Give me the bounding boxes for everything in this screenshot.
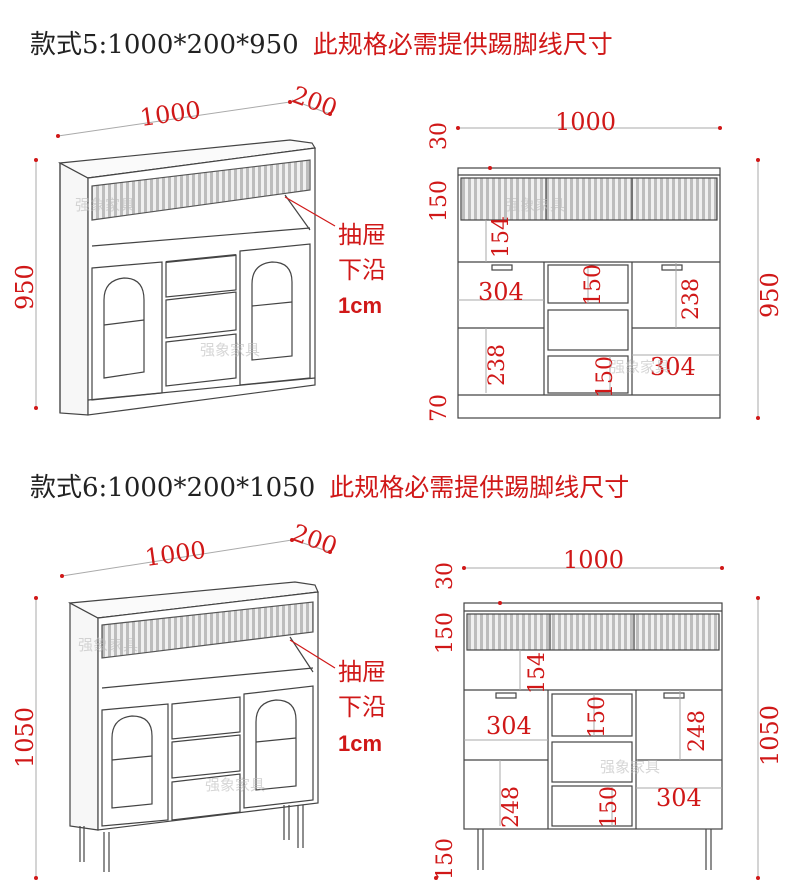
model-6-perspective bbox=[67, 581, 319, 872]
model-5-front-watermark-b: 强象家具 bbox=[610, 358, 670, 376]
model-6-front-top: 30 bbox=[433, 562, 458, 590]
model-6-front-width: 1000 bbox=[563, 546, 624, 574]
model-5-watermark-b: 强象家具 bbox=[200, 341, 260, 359]
model-5-depth-label: 200 bbox=[288, 81, 341, 123]
model-5-front-mid-drawer-bottom: 150 bbox=[593, 356, 618, 398]
model-6-front-left-cell: 304 bbox=[486, 712, 532, 740]
model-6-front-fluted: 150 bbox=[433, 612, 458, 654]
model-5-perspective-dims: 1000 200 950 抽屉 下沿 1cm 强象家具 强象家具 bbox=[11, 81, 386, 410]
model-5-front-dims: 1000 30 150 154 304 150 238 238 150 304 … bbox=[427, 108, 784, 422]
model-6-watermark-a: 强象家具 bbox=[78, 636, 138, 654]
model-6-width-label: 1000 bbox=[143, 536, 207, 572]
model-5-drawer-label-2: 下沿 bbox=[338, 257, 386, 284]
model-5-front-top: 30 bbox=[427, 122, 452, 150]
model-6-title: 款式6:1000*200*1050 bbox=[30, 473, 316, 503]
model-5-front-open-shelf: 154 bbox=[489, 216, 514, 258]
model-6-depth-label: 200 bbox=[288, 519, 341, 561]
model-6-front-right-lower: 304 bbox=[656, 784, 702, 812]
model-5-front-right-cell: 238 bbox=[679, 278, 704, 320]
model-6-front-open-shelf: 154 bbox=[525, 652, 550, 694]
model-6-front-left-lower: 248 bbox=[499, 786, 524, 828]
model-5-title: 款式5:1000*200*950 bbox=[30, 30, 299, 60]
model-5-title-row: 款式5:1000*200*950 此规格必需提供踢脚线尺寸 bbox=[30, 24, 613, 61]
model-6-note: 此规格必需提供踢脚线尺寸 bbox=[329, 473, 630, 502]
model-6-front-base: 150 bbox=[433, 838, 458, 880]
model-5-front-base: 70 bbox=[427, 394, 452, 422]
model-5-watermark-a: 强象家具 bbox=[75, 196, 135, 214]
model-6-front bbox=[463, 602, 723, 870]
model-5-front-left-lower: 238 bbox=[485, 344, 510, 386]
model-5-drawer-label-1: 抽屉 bbox=[338, 222, 386, 249]
model-6-front-right-cell: 248 bbox=[685, 710, 710, 752]
model-6-watermark-b: 强象家具 bbox=[205, 776, 265, 794]
model-5-front-right-lower: 304 bbox=[650, 353, 696, 381]
model-5-note: 此规格必需提供踢脚线尺寸 bbox=[312, 30, 613, 59]
model-6-drawer-label-1: 抽屉 bbox=[338, 659, 386, 686]
model-5-perspective bbox=[57, 139, 316, 416]
model-5-front-mid-drawer-top: 150 bbox=[581, 264, 606, 306]
model-6-front-watermark: 强象家具 bbox=[600, 758, 660, 776]
model-5-front-height: 950 bbox=[756, 272, 784, 318]
model-6-front-dims: 1000 30 150 154 304 150 248 248 150 304 … bbox=[433, 546, 784, 880]
model-6-drawer-label-2: 下沿 bbox=[338, 694, 386, 721]
model-5-height-label: 950 bbox=[11, 264, 39, 310]
model-6-title-row: 款式6:1000*200*1050 此规格必需提供踢脚线尺寸 bbox=[30, 467, 629, 504]
model-5-front-fluted: 150 bbox=[427, 180, 452, 222]
model-6-front-height: 1050 bbox=[756, 705, 784, 766]
model-5-width-label: 1000 bbox=[138, 96, 202, 132]
model-6-drawer-label-3: 1cm bbox=[338, 731, 382, 756]
model-5-front-left-cell: 304 bbox=[478, 278, 524, 306]
model-6-front-mid-drawer-bottom: 150 bbox=[597, 786, 622, 828]
model-5-drawer-label-3: 1cm bbox=[338, 293, 382, 318]
model-6-height-label: 1050 bbox=[11, 707, 39, 768]
model-5-front-watermark-a: 强象家具 bbox=[505, 196, 565, 214]
model-6-front-mid-drawer-top: 150 bbox=[585, 696, 610, 738]
model-6-perspective-dims: 1000 200 1050 抽屉 下沿 1cm 强象家具 强象家具 bbox=[11, 519, 386, 880]
model-5-front-width: 1000 bbox=[555, 108, 616, 136]
